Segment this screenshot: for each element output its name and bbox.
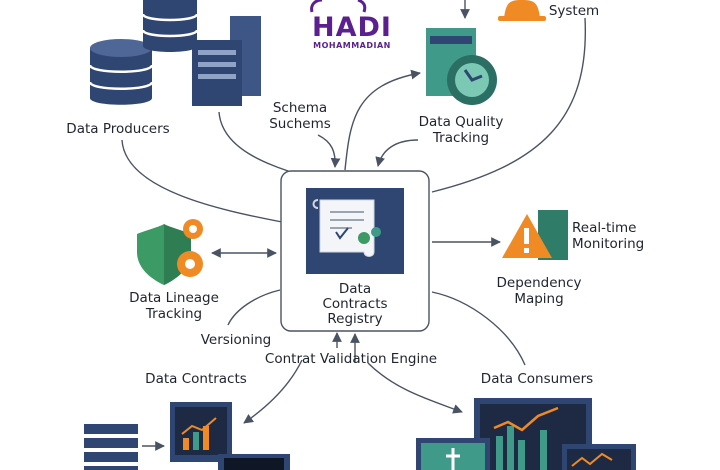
label-alerting-system: System xyxy=(548,3,600,19)
quality-dashboard-icon xyxy=(426,28,497,105)
connectors xyxy=(121,0,587,451)
label-lineage-1: Data Lineage xyxy=(129,290,219,306)
warning-icon xyxy=(502,210,568,260)
label-versioning: Versioning xyxy=(200,332,272,348)
shield-gear-icon xyxy=(137,219,203,285)
consumer-dashboard-icon xyxy=(416,398,636,470)
connector-alerting xyxy=(431,17,587,193)
server-rack-icon xyxy=(84,424,138,470)
connector-contracts xyxy=(243,359,303,424)
label-validation-engine: Contrat Validation Engine xyxy=(264,351,438,367)
registry-title-1: Data xyxy=(338,281,372,297)
connector-quality-out xyxy=(344,69,421,171)
label-schema-2: Suchems xyxy=(269,116,331,132)
label-data-producers: Data Producers xyxy=(66,121,170,137)
label-schema-1: Schema xyxy=(272,100,328,116)
label-data-consumers: Data Consumers xyxy=(480,371,594,387)
label-quality-1: Data Quality xyxy=(418,114,504,130)
contract-document-icon xyxy=(306,188,404,274)
registry-title-2: Contracts xyxy=(322,296,388,312)
database-icon xyxy=(88,39,154,105)
label-data-contracts: Data Contracts xyxy=(145,371,247,387)
connector-producers xyxy=(121,139,283,223)
logo-mark xyxy=(310,0,367,13)
database-icon-2 xyxy=(141,0,199,52)
label-realtime-1: Real-time xyxy=(572,220,637,236)
analytics-monitor-icon xyxy=(170,402,290,470)
logo-name: HADI xyxy=(312,12,392,43)
label-dependency-1: Dependency xyxy=(496,275,582,291)
registry-title-3: Registry xyxy=(327,311,383,327)
label-quality-2: Tracking xyxy=(432,130,490,146)
connector-consumers xyxy=(367,362,463,414)
server-icon xyxy=(192,16,261,106)
bell-icon xyxy=(498,0,546,21)
label-realtime-2: Monitoring xyxy=(572,236,645,252)
logo-subtitle: MOHAMMADIAN xyxy=(313,41,391,50)
connector-quality-in xyxy=(375,139,419,167)
connector-dependency xyxy=(431,291,526,366)
label-dependency-2: Maping xyxy=(514,291,564,307)
connector-versioning xyxy=(227,289,281,326)
label-lineage-2: Tracking xyxy=(145,306,203,322)
connector-schema xyxy=(317,134,341,168)
